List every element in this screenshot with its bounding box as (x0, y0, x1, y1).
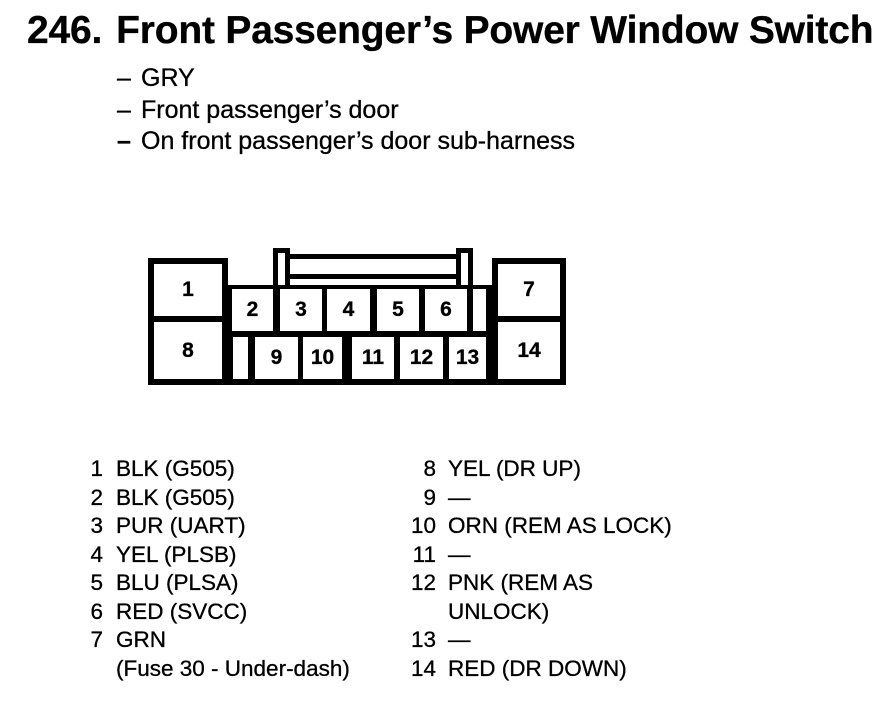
note-text: Front passenger’s door (141, 95, 399, 124)
dash-bullet: – (117, 127, 131, 155)
pin-wire-label: BLK (G505) (116, 484, 235, 510)
note-location: – Front passenger’s door (117, 95, 575, 127)
dash-bullet: – (117, 95, 131, 124)
legend-row-4: 4 YEL (PLSB) (81, 541, 350, 570)
pin-wire-label: PNK (REM AS UNLOCK) (448, 570, 594, 624)
blank-cell-top-right (473, 289, 486, 331)
pin-number: 14 (410, 655, 436, 681)
lock-tab-post-left-inner (278, 253, 285, 285)
pin-number: 6 (90, 598, 103, 624)
pin-wire-label: BLK (G505) (116, 456, 235, 481)
note-text: On front passenger’s door sub-harness (141, 127, 576, 155)
pin-cell-10: 10 (303, 337, 342, 379)
legend-row-5: 5 BLU (PLSA) (81, 569, 350, 598)
pin-number: 1 (90, 456, 103, 481)
pin-cell-7: 7 (498, 264, 560, 316)
lock-tab-bar-inner (287, 259, 460, 274)
legend-row-10: 10 ORN (REM AS LOCK) (405, 512, 672, 541)
page-title: 246. Front Passenger’s Power Window Switc… (27, 9, 874, 53)
pin-wire-label: GRN (Fuse 30 - Under-dash) (116, 627, 350, 681)
connector-notes: – GRY – Front passenger’s door – On fron… (117, 63, 575, 158)
legend-row-13: 13 — (405, 626, 672, 655)
legend-row-8: 8 YEL (DR UP) (405, 455, 672, 484)
pin-cell-13: 13 (449, 337, 486, 379)
pin-number: 5 (90, 570, 103, 595)
pin-number: 8 (423, 456, 436, 481)
connector-diagram: 1 2 3 4 5 6 7 8 9 10 11 12 13 14 (148, 247, 566, 385)
pin-number: 10 (410, 513, 436, 538)
pin-cell-3: 3 (280, 289, 322, 331)
pin-wire-label: YEL (PLSB) (116, 541, 237, 567)
note-text: GRY (141, 64, 195, 92)
legend-row-12: 12 PNK (REM AS UNLOCK) (405, 569, 672, 626)
pin-cell-11: 11 (352, 337, 394, 379)
dash-bullet: – (117, 64, 131, 92)
pin-number: 13 (410, 627, 436, 652)
pin-cell-9: 9 (255, 337, 298, 379)
note-harness: – On front passenger’s door sub-harness (117, 126, 575, 158)
pin-wire-label: RED (SVCC) (116, 598, 248, 624)
figure-number: 246. (27, 9, 103, 52)
pin-wire-label: — (448, 627, 471, 652)
pin-cell-2: 2 (232, 289, 273, 331)
pin-wire-label: ORN (REM AS LOCK) (448, 513, 672, 538)
pin-number: 4 (90, 541, 103, 567)
legend-row-14: 14 RED (DR DOWN) (405, 655, 672, 684)
pin-number: 12 (410, 570, 436, 595)
pin-cell-8: 8 (154, 322, 222, 379)
pin-number: 9 (423, 484, 436, 510)
pin-cell-6: 6 (425, 289, 467, 331)
legend-row-2: 2 BLK (G505) (81, 484, 350, 513)
pin-cell-4: 4 (327, 289, 370, 331)
pin-wire-label: PUR (UART) (116, 513, 246, 538)
pin-cell-12: 12 (400, 337, 443, 379)
legend-row-3: 3 PUR (UART) (81, 512, 350, 541)
pin-wire-label: YEL (DR UP) (448, 456, 581, 481)
pin-wire-label: — (448, 541, 471, 567)
pin-number: 11 (412, 541, 436, 567)
pin-wire-label: RED (DR DOWN) (448, 655, 627, 681)
note-color: – GRY (117, 63, 575, 95)
figure-title: Front Passenger’s Power Window Switch (116, 9, 874, 52)
pin-number: 7 (90, 627, 103, 652)
pin-cell-1: 1 (154, 264, 222, 316)
lock-tab-post-right-inner (461, 253, 468, 285)
legend-row-7: 7 GRN (Fuse 30 - Under-dash) (81, 626, 350, 683)
blank-cell-bottom-left (233, 337, 248, 379)
legend-row-11: 11 — (405, 541, 672, 570)
pin-wire-label: BLU (PLSA) (116, 570, 239, 595)
pin-wire-label: — (448, 484, 471, 510)
legend-row-1: 1 BLK (G505) (81, 455, 350, 484)
pin-number: 2 (90, 484, 103, 510)
pin-cell-14: 14 (498, 322, 560, 379)
pin-number: 3 (90, 513, 103, 538)
pin-cell-5: 5 (377, 289, 419, 331)
legend-row-6: 6 RED (SVCC) (81, 598, 350, 627)
legend-row-9: 9— (405, 484, 672, 513)
